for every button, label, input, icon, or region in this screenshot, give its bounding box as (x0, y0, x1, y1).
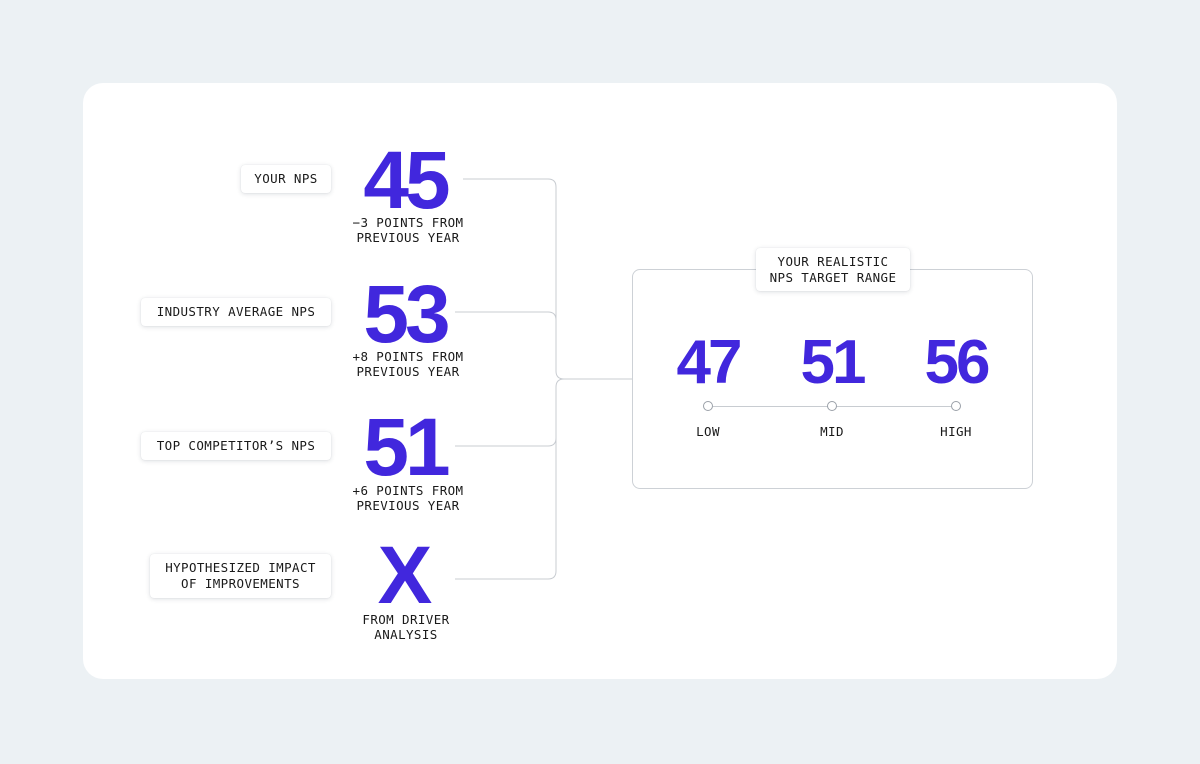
target-high-label: HIGH (940, 424, 972, 439)
hypothesized-impact-note: FROM DRIVER ANALYSIS (362, 612, 450, 642)
top-competitor-nps-change: +6 POINTS FROM PREVIOUS YEAR (352, 483, 464, 513)
hypothesized-impact-label: HYPOTHESIZED IMPACT OF IMPROVEMENTS (150, 554, 331, 598)
industry-average-nps-label: INDUSTRY AVERAGE NPS (141, 298, 331, 326)
target-mid-marker (827, 401, 837, 411)
hypothesized-impact-value: X (377, 530, 433, 621)
your-nps-label: YOUR NPS (241, 165, 331, 193)
top-competitor-nps-value: 51 (363, 402, 450, 493)
top-competitor-nps-label: TOP COMPETITOR’S NPS (141, 432, 331, 460)
your-nps-change: −3 POINTS FROM PREVIOUS YEAR (352, 215, 464, 245)
your-nps-value: 45 (363, 135, 450, 226)
target-high-value: 56 (924, 328, 991, 397)
target-mid-value: 51 (800, 328, 867, 397)
industry-average-nps-change: +8 POINTS FROM PREVIOUS YEAR (352, 349, 464, 379)
target-mid-label: MID (820, 424, 844, 439)
target-low-label: LOW (696, 424, 720, 439)
target-range-title: YOUR REALISTIC NPS TARGET RANGE (756, 248, 910, 291)
target-low-marker (703, 401, 713, 411)
target-low-value: 47 (676, 328, 743, 397)
industry-average-nps-value: 53 (363, 269, 450, 360)
target-high-marker (951, 401, 961, 411)
